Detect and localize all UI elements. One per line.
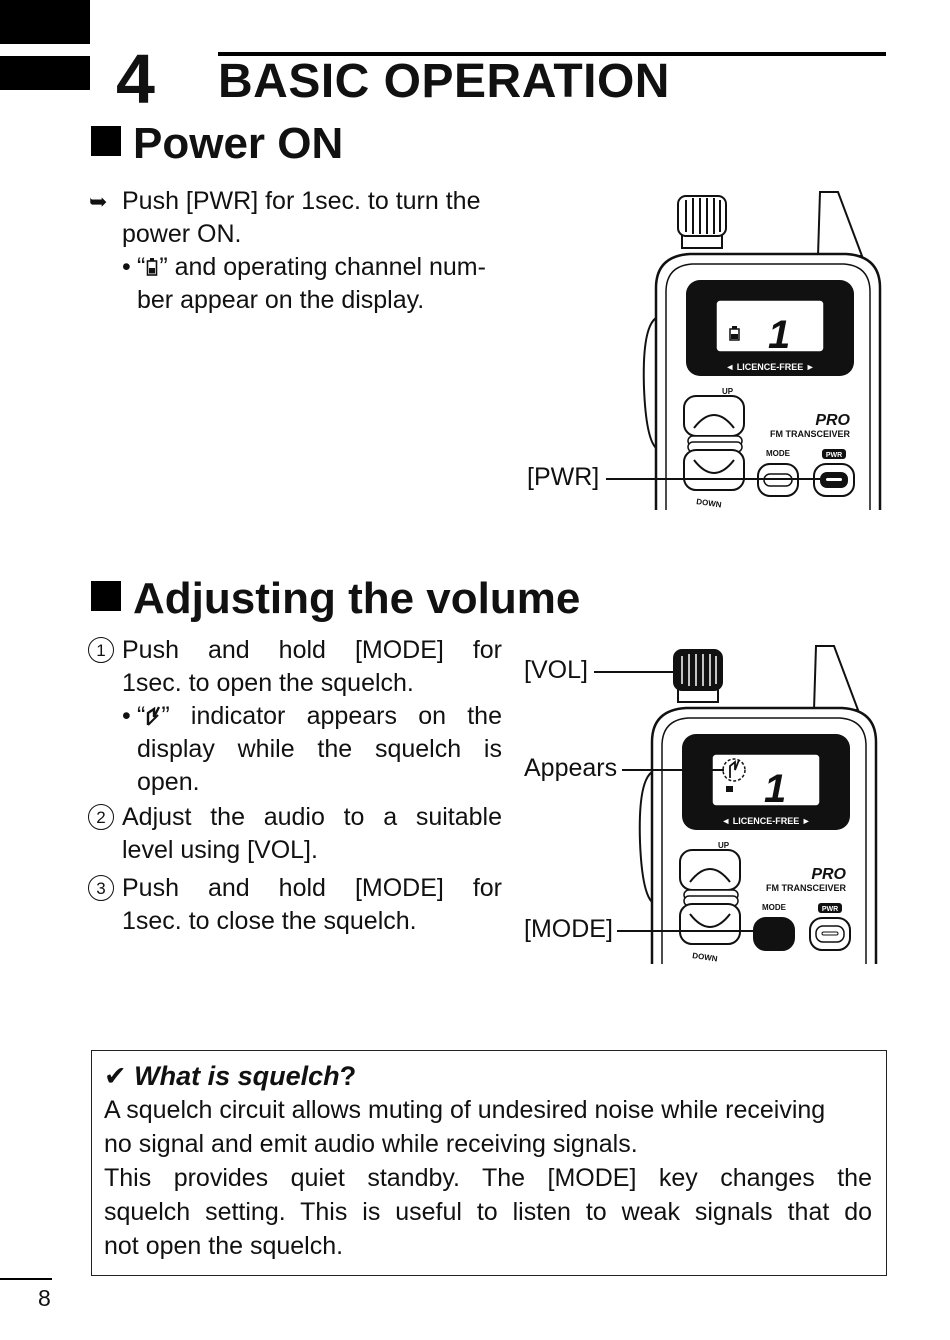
bullet-line: ber appear on the display. (137, 286, 425, 314)
chapter-title: BASIC OPERATION (218, 55, 670, 108)
pwr-label: PWR (822, 906, 838, 913)
down-label: DOWN (692, 951, 719, 963)
power-on-step: ➥ Push [PWR] for 1sec. to turn the power… (89, 185, 502, 251)
brand-label: PRO (811, 866, 846, 883)
note-title-qmark: ? (339, 1061, 357, 1091)
note-line: This provides quiet standby. The [MODE] … (104, 1164, 872, 1192)
up-label: UP (718, 841, 730, 850)
quote-open: “ (137, 253, 146, 281)
chapter-tab-bottom (0, 56, 90, 90)
mode-label: MODE (766, 449, 791, 458)
note-line: A squelch circuit allows muting of undes… (104, 1096, 826, 1124)
callout-line-vol (594, 671, 680, 673)
brand-label: PRO (815, 412, 850, 429)
quote-open: “ (137, 702, 146, 730)
callout-pwr: [PWR] (527, 463, 600, 491)
section-square-icon (91, 126, 121, 156)
squelch-note-box (91, 1050, 887, 1276)
down-label: DOWN (696, 497, 723, 509)
callout-appears: Appears (524, 754, 618, 782)
callout-line-appears (622, 769, 724, 771)
chapter-tab-top (0, 0, 90, 44)
up-label: UP (722, 387, 734, 396)
step-line: level using [VOL]. (122, 836, 318, 864)
bullet-dot: • (122, 253, 131, 281)
bullet-line: display while the squelch is (137, 735, 502, 763)
model-label: FM TRANSCEIVER (770, 429, 851, 439)
band-label: ◄ LICENCE-FREE ► (725, 362, 814, 372)
bullet-text: ” and operating channel num- (159, 253, 486, 281)
step-line: Push and hold [MODE] for (122, 636, 502, 664)
note-line: squelch setting. This is useful to liste… (104, 1198, 872, 1226)
section-heading-adjusting-volume: Adjusting the volume (91, 577, 580, 621)
step-line: Adjust the audio to a suitable (122, 803, 502, 831)
note-line: not open the squelch. (104, 1232, 344, 1260)
battery-icon (147, 258, 158, 276)
model-label: FM TRANSCEIVER (766, 883, 847, 893)
step-line: Push and hold [MODE] for (122, 874, 502, 902)
note-line: no signal and emit audio while receiving… (104, 1130, 638, 1158)
section-square-icon (91, 581, 121, 611)
heading-text: Adjusting the volume (133, 574, 581, 623)
step-number: 1 (88, 637, 114, 663)
transceiver-illustration-volume: 1 ◄ LICENCE-FREE ► UP DOWN PRO FM TRANSC… (638, 645, 878, 964)
chapter-number: 4 (116, 40, 155, 118)
arrow-icon: ➥ (89, 189, 108, 214)
power-on-bullet: • “ ” and operating channel num- ber appe… (122, 251, 502, 317)
volume-step-1-bullet: • “ ” indicator appears on the display wh… (122, 700, 502, 799)
step-line: 1sec. to open the squelch. (122, 669, 414, 697)
step-number: 3 (88, 875, 114, 901)
display-channel-number: 1 (764, 767, 786, 811)
step-line: Push [PWR] for 1sec. to turn the (122, 187, 481, 215)
callout-vol: [VOL] (524, 656, 588, 684)
bullet-dot: • (122, 702, 131, 730)
bullet-line: “ ” and operating channel num- (137, 251, 502, 284)
band-label: ◄ LICENCE-FREE ► (721, 816, 810, 826)
pwr-label: PWR (826, 452, 842, 459)
squelch-open-icon (147, 706, 161, 726)
step-line: power ON. (122, 220, 242, 248)
check-icon: ✔ (104, 1061, 127, 1091)
step-number: 2 (88, 804, 114, 830)
step-line: 1sec. to close the squelch. (122, 907, 417, 935)
callout-line-pwr (606, 478, 824, 480)
page-number: 8 (38, 1285, 51, 1311)
volume-step-3: 3 Push and hold [MODE] for 1sec. to clos… (88, 872, 502, 938)
mode-label: MODE (762, 903, 787, 912)
page-number-rule (0, 1278, 52, 1280)
note-title: ✔ What is squelch? (104, 1060, 356, 1093)
section-heading-power-on: Power ON (91, 122, 343, 166)
transceiver-illustration-power: 1 ◄ LICENCE-FREE ► UP DOWN PRO FM TRANSC… (642, 191, 882, 510)
bullet-line: open. (137, 768, 200, 796)
bullet-line: “ ” indicator appears on the (137, 700, 502, 733)
chapter-rule (218, 52, 886, 56)
callout-mode: [MODE] (524, 915, 613, 943)
display-channel-number: 1 (768, 313, 790, 357)
volume-step-2: 2 Adjust the audio to a suitable level u… (88, 801, 502, 867)
callout-line-mode (617, 930, 760, 932)
volume-step-1: 1 Push and hold [MODE] for 1sec. to open… (88, 634, 502, 700)
note-title-text: What is squelch (134, 1061, 340, 1091)
bullet-text: ” indicator appears on the (161, 702, 502, 730)
heading-text: Power ON (133, 119, 344, 168)
